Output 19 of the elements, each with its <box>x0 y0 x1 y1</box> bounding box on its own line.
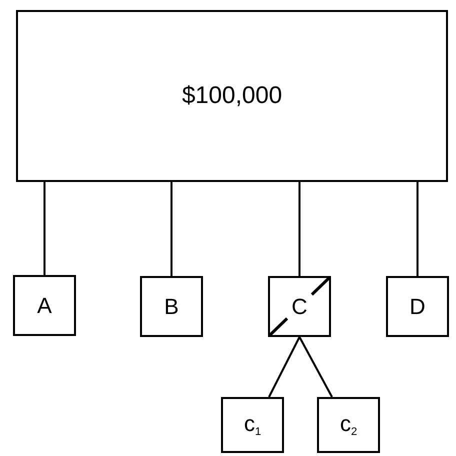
item-box <box>221 397 284 453</box>
connector-line <box>416 182 418 276</box>
box-label: c$_{2}$ <box>340 412 358 438</box>
box-label: D <box>410 296 426 318</box>
item-box <box>386 276 449 337</box>
box-label: B <box>164 296 179 318</box>
connector-line <box>44 182 46 275</box>
connector-line <box>268 336 300 398</box>
item-box <box>140 276 203 337</box>
connector-line <box>298 336 333 398</box>
budget-box <box>16 10 448 182</box>
item-box <box>317 397 380 453</box>
connector-line <box>298 182 300 276</box>
box-label: $100,000 <box>182 84 282 108</box>
item-box <box>13 275 76 336</box>
box-label: A <box>37 294 52 316</box>
connector-line <box>170 182 172 276</box>
box-label: c$_{1}$ <box>244 412 262 438</box>
box-label: C <box>292 296 308 318</box>
